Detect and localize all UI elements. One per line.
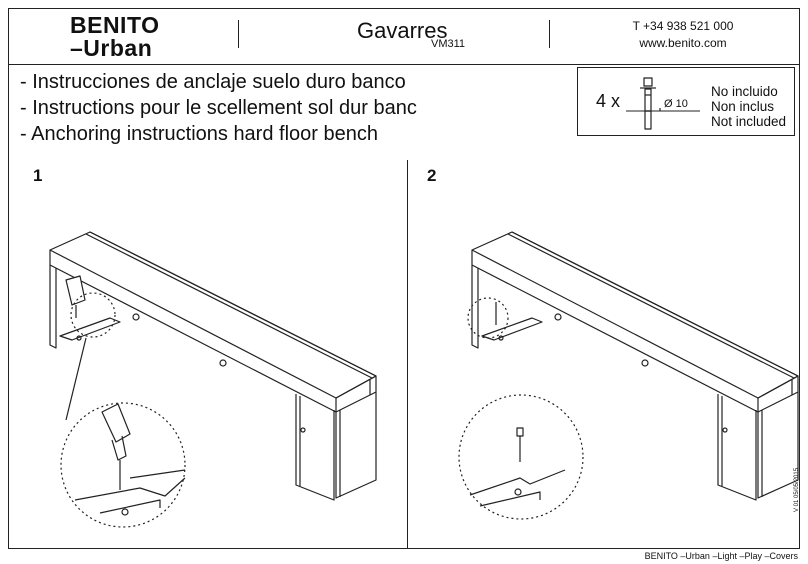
- step-number-1: 1: [33, 166, 43, 185]
- contact-info: T +34 938 521 000 www.benito.com: [608, 18, 758, 52]
- header-separator-left: [238, 20, 239, 48]
- bench-bolt-illustration: [458, 231, 799, 520]
- brand-name: BENITO: [70, 12, 160, 38]
- anchor-bolt-icon: [626, 77, 700, 130]
- parts-quantity: 4 x: [596, 91, 621, 111]
- header-separator-right: [549, 20, 550, 48]
- instruction-fr: - Instructions pour le scellement sol du…: [20, 97, 417, 119]
- not-included-fr: Non inclus: [711, 99, 775, 114]
- step-divider: [407, 160, 408, 549]
- page-frame: [8, 8, 800, 549]
- instruction-es: - Instrucciones de anclaje suelo duro ba…: [20, 71, 406, 93]
- instruction-en: - Anchoring instructions hard floor benc…: [20, 123, 378, 145]
- website: www.benito.com: [639, 36, 727, 50]
- phone-number: T +34 938 521 000: [632, 19, 734, 33]
- bolt-diameter: Ø 10: [664, 98, 688, 110]
- product-title: Gavarres: [357, 18, 448, 43]
- footer-brands: BENITO –Urban –Light –Play –Covers: [644, 551, 798, 561]
- brand-line: –Urban: [70, 35, 153, 61]
- product-code: VM311: [431, 38, 466, 50]
- header-divider: [8, 64, 800, 65]
- step-number-2: 2: [427, 166, 437, 185]
- not-included-en: Not included: [711, 114, 787, 129]
- not-included-es: No incluido: [711, 84, 778, 99]
- bench-drilling-illustration: [49, 231, 377, 528]
- parts-box: [577, 67, 795, 136]
